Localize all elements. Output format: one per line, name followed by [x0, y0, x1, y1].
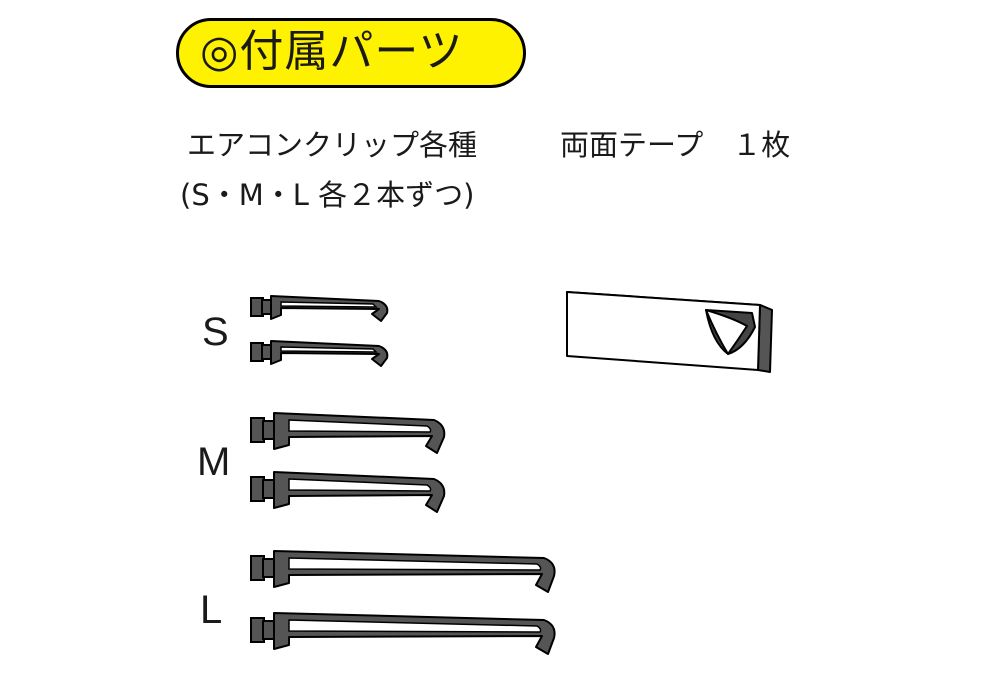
- size-label-s: S: [202, 310, 229, 354]
- clip-s-1: [250, 295, 389, 322]
- page-title: ◎付属パーツ: [200, 26, 464, 77]
- clip-l-2: [250, 612, 556, 655]
- clip-s-2: [250, 340, 389, 367]
- title-badge: [176, 18, 526, 88]
- double-sided-tape: [566, 291, 773, 373]
- size-label-m: M: [197, 440, 231, 484]
- clip-l-1: [250, 550, 556, 593]
- size-label-l: L: [200, 588, 223, 632]
- clip-m-1: [250, 412, 446, 454]
- clip-m-2: [250, 471, 446, 513]
- tape-description: 両面テープ １枚: [560, 128, 791, 162]
- clips-description: エアコンクリップ各種: [187, 128, 478, 162]
- clips-quantity: (S・M・L 各２本ずつ): [180, 178, 475, 212]
